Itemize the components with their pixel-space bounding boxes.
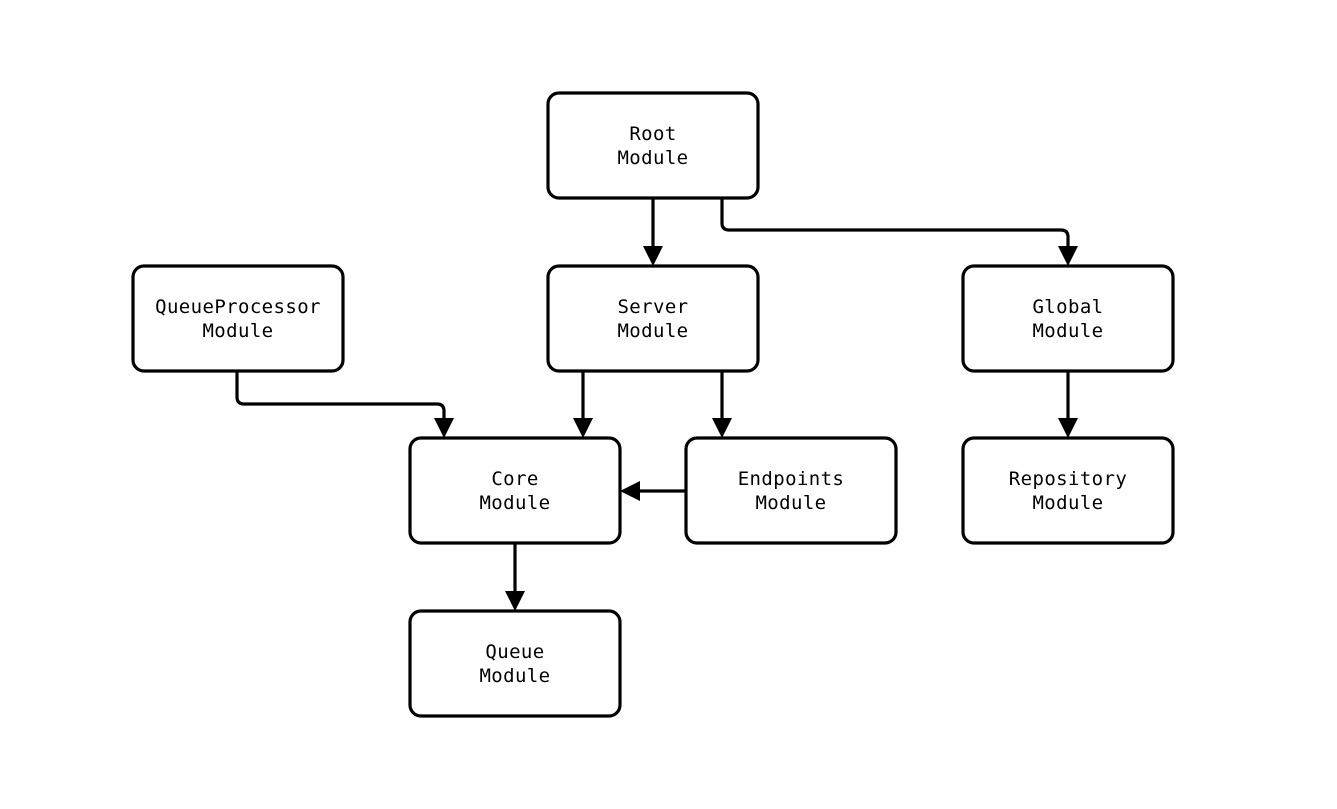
node-box[interactable]: [408, 436, 622, 545]
arrow-head-icon: [434, 418, 454, 438]
node-label-line2: Module: [1032, 320, 1103, 342]
node-label-line1: Queue: [485, 641, 544, 663]
edges-layer: [235, 198, 1078, 611]
node-box[interactable]: [408, 609, 622, 718]
nodes-layer: RootModuleQueueProcessorModuleServerModu…: [131, 91, 1175, 718]
arrow-head-icon: [573, 418, 593, 438]
edge-line: [720, 198, 1070, 252]
arrow-head-icon: [1058, 246, 1078, 266]
arrow-head-icon: [643, 246, 663, 266]
node-box[interactable]: [684, 436, 898, 545]
edge-server-to-endpoints: [712, 371, 732, 438]
node-label-line2: Module: [202, 320, 273, 342]
node-box[interactable]: [961, 436, 1175, 545]
arrow-head-icon: [1058, 418, 1078, 438]
node-label-line1: QueueProcessor: [155, 296, 321, 318]
edge-root-to-global: [720, 198, 1078, 266]
arrow-head-icon: [620, 481, 640, 501]
node-label-line2: Module: [479, 492, 550, 514]
node-label-line1: Server: [617, 296, 688, 318]
node-label-line2: Module: [617, 147, 688, 169]
node-box[interactable]: [131, 264, 345, 373]
edge-root-to-server: [643, 198, 663, 266]
node-box[interactable]: [961, 264, 1175, 373]
node-box[interactable]: [546, 91, 760, 200]
node-label-line2: Module: [617, 320, 688, 342]
node-label-line1: Global: [1032, 296, 1103, 318]
node-label-line1: Root: [629, 123, 676, 145]
node-label-line1: Endpoints: [738, 468, 845, 490]
node-box[interactable]: [546, 264, 760, 373]
edge-queueprocessor-to-core: [235, 371, 454, 438]
node-label-line1: Core: [491, 468, 538, 490]
node-label-line2: Module: [479, 665, 550, 687]
edge-line: [235, 371, 446, 424]
edge-global-to-repository: [1058, 371, 1078, 438]
node-label-line1: Repository: [1009, 468, 1127, 490]
node-label-line2: Module: [755, 492, 826, 514]
edge-endpoints-to-core: [620, 481, 686, 501]
arrow-head-icon: [505, 591, 525, 611]
edge-server-to-core: [573, 371, 593, 438]
edge-core-to-queue: [505, 543, 525, 611]
arrow-head-icon: [712, 418, 732, 438]
node-label-line2: Module: [1032, 492, 1103, 514]
